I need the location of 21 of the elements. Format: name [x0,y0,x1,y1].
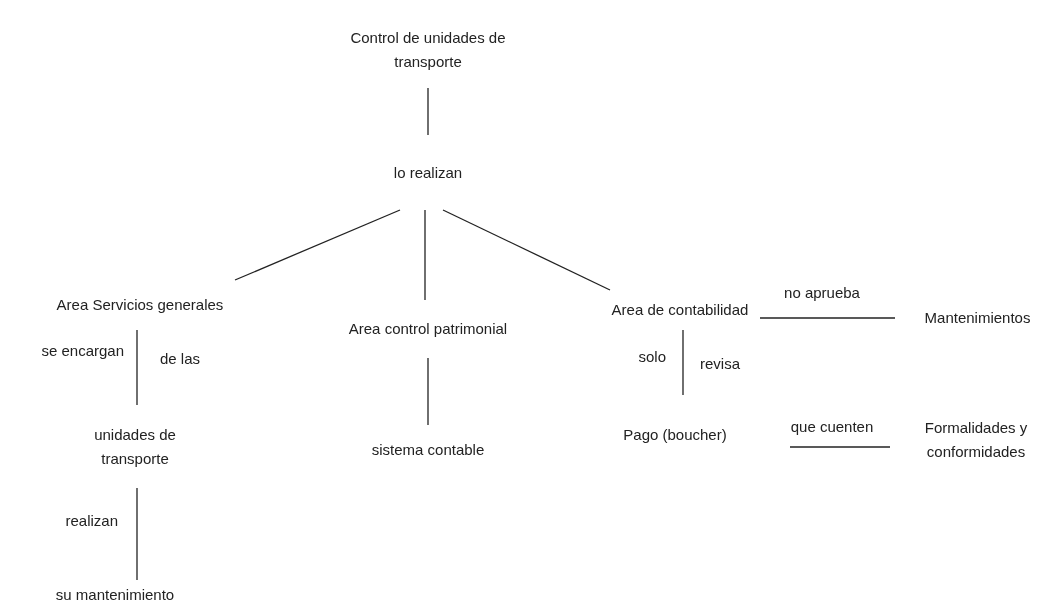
node-text: Area de contabilidad [611,300,749,320]
connector-line [136,329,138,406]
connector-line [136,487,138,581]
node-text: Formalidades y conformidades [923,418,1029,462]
connector-line [682,329,684,396]
node-text: Area control patrimonial [348,319,508,339]
connector-line [234,209,401,281]
connector-line [427,87,429,136]
connector-line [442,209,611,291]
node-text: Area Servicios generales [56,295,224,315]
node-text: unidades de transporte [93,424,177,469]
node-text: su mantenimiento [55,585,175,605]
node-text: sistema contable [371,440,485,460]
connector-line [424,209,426,301]
node-text: Control de unidades de transporte [349,28,507,72]
node-text: lo realizan [393,162,463,183]
connector-line [427,357,429,426]
connector-line [789,446,891,448]
node-text: Pago (boucher) [623,425,727,445]
node-text: Mantenimientos [924,308,1031,328]
connector-line [759,317,896,319]
